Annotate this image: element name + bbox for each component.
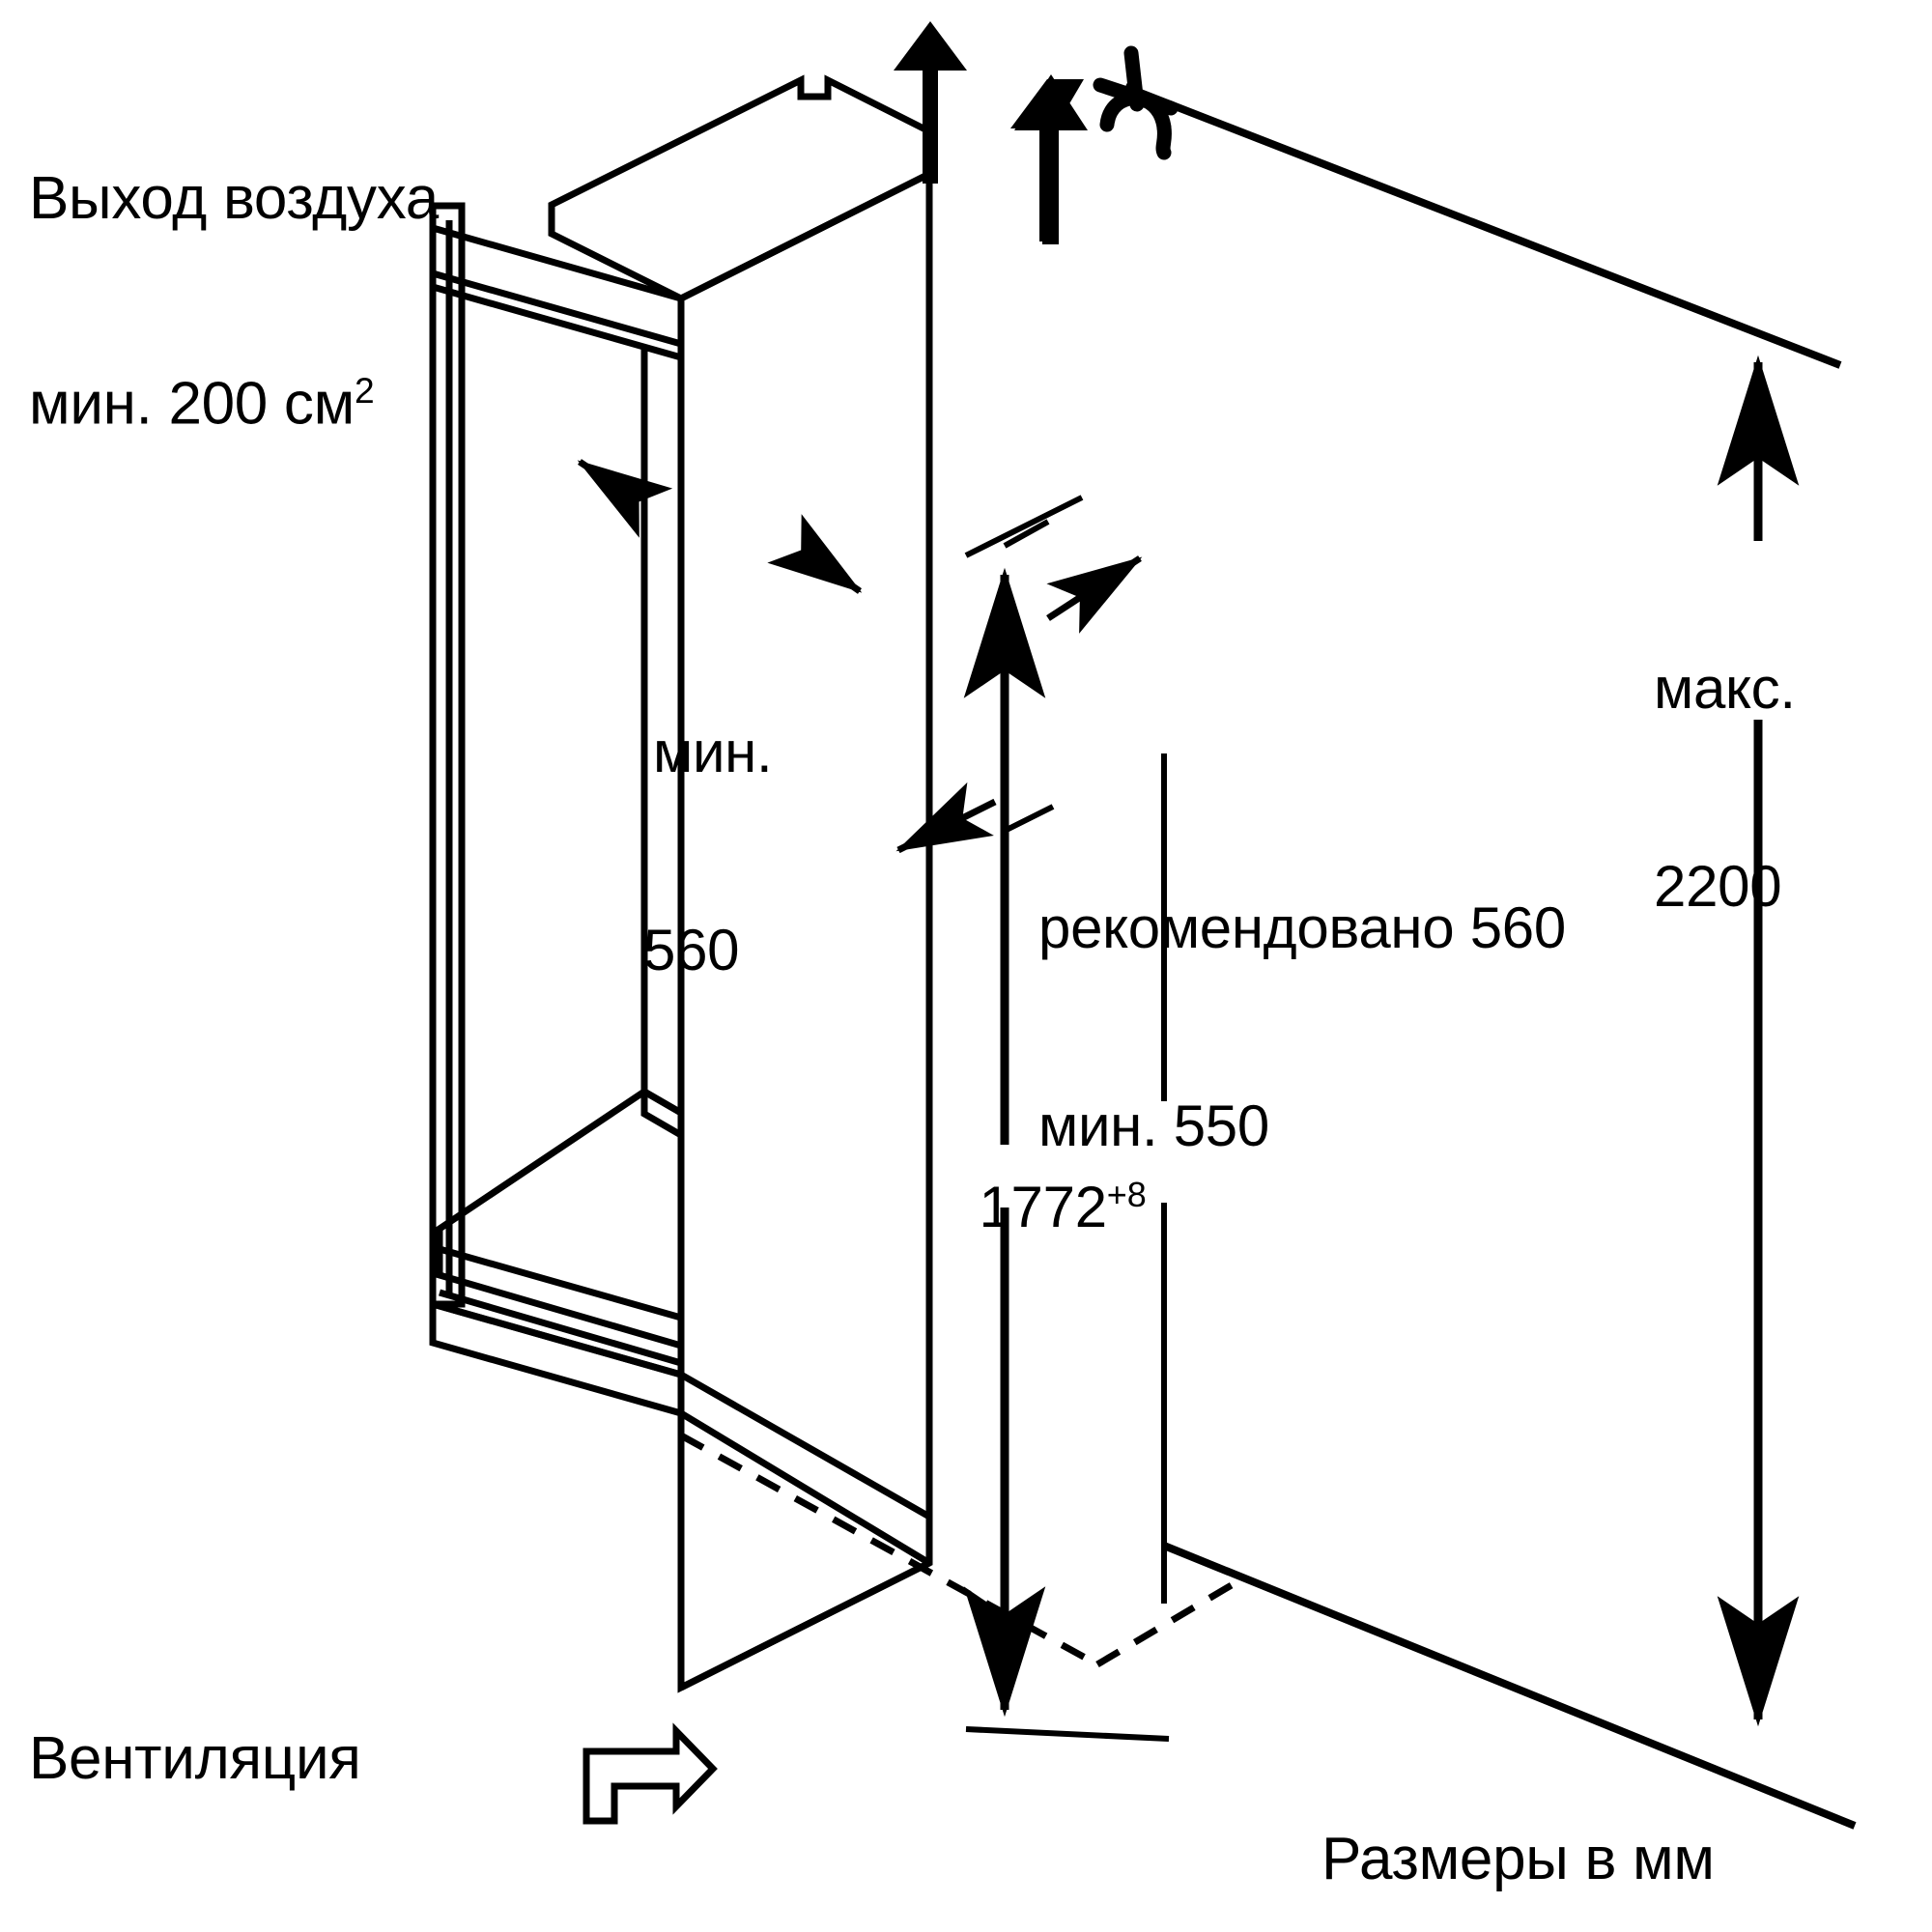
depth-extension-leaders [1003, 519, 1055, 834]
superscript-two: 2 [354, 370, 375, 412]
cabinet-left-front-stile [429, 202, 466, 1308]
outline-right-arrow-icon [582, 1722, 718, 1825]
dimension-niche-depth [895, 555, 1143, 854]
cabinet-top-panel [548, 74, 933, 302]
cabinet-top-front-rail [429, 223, 685, 362]
tolerance-superscript: +8 [1106, 1175, 1147, 1215]
plinth-ventilation-label: Вентиляция через цоколь мин. 200 см2 [29, 1725, 391, 1932]
niche-depth-label: рекомендовано 560 мин. 550 [1038, 895, 1566, 1158]
niche-width-label: мин. 560 [643, 719, 773, 982]
dimension-niche-width [577, 459, 863, 594]
airflow-swirl-icon [1093, 45, 1179, 160]
units-note: Размеры в мм [1321, 1826, 1715, 1892]
niche-height-label: 1772+8 [979, 1175, 1147, 1240]
reference-leader-lines [1123, 83, 1857, 1830]
cabinet-floor-panel [436, 1087, 685, 1350]
up-arrow-icon-left [894, 21, 967, 184]
air-outlet-label: Выход воздуха мин. 200 см2 [29, 165, 439, 439]
cabinet-outline [429, 74, 933, 1693]
max-height-label: макс. 2200 [1654, 655, 1796, 919]
niche-height-witness-lines [964, 495, 1170, 1742]
cabinet-plinth-face [429, 1299, 685, 1418]
up-arrow-icon-right-2 [1014, 74, 1088, 244]
